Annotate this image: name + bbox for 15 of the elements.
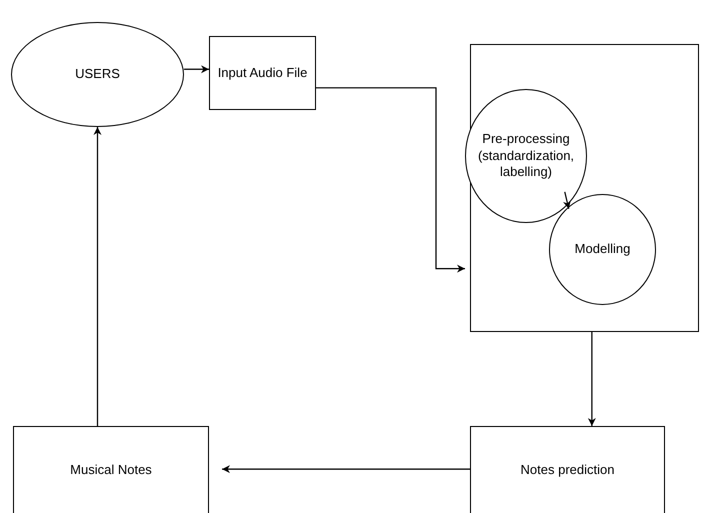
- arrow: [316, 87, 465, 273]
- process-box: [209, 36, 316, 110]
- node-label: Input Audio File: [218, 64, 308, 82]
- arrow: [563, 192, 571, 209]
- node-label: Notes prediction: [520, 462, 614, 479]
- node-label: Musical Notes: [70, 462, 152, 479]
- node-label: USERS: [75, 66, 120, 83]
- node-label: Pre-processing (standardization, labelling): [476, 130, 576, 182]
- arrow: [222, 465, 470, 474]
- process-box: [470, 426, 665, 513]
- arrow: [94, 127, 102, 426]
- arrow: [184, 65, 209, 74]
- arrow: [588, 332, 596, 426]
- process-box: [13, 426, 209, 513]
- node-label: Modelling: [574, 241, 630, 258]
